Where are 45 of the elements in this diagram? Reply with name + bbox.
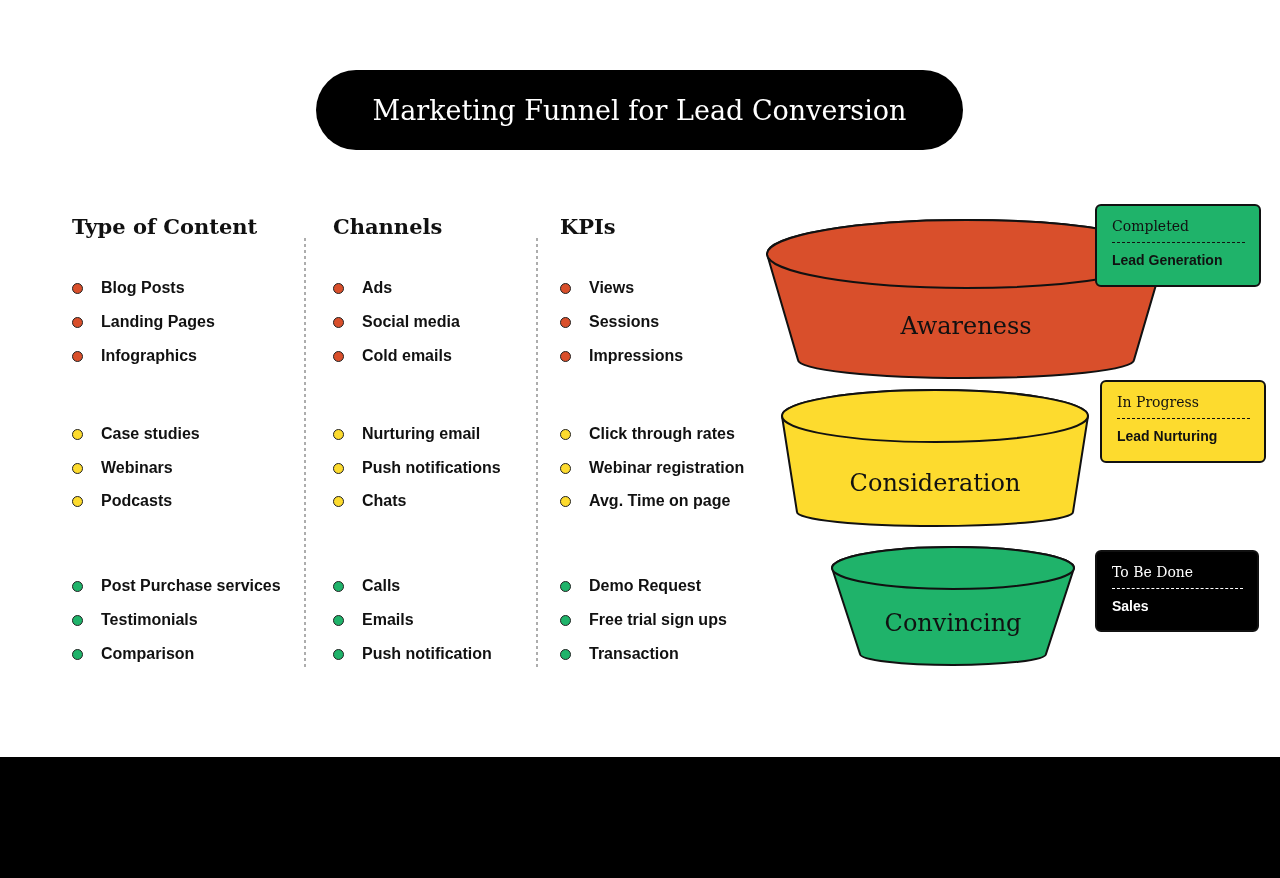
status-text: To Be Done [1112, 564, 1195, 582]
list-item: Calls [362, 576, 401, 596]
list-item: Chats [362, 491, 407, 511]
list-item: Views [589, 278, 635, 298]
list-item: Blog Posts [101, 278, 185, 298]
list-item: Impressions [589, 346, 684, 366]
phase-text: Sales [1112, 598, 1150, 614]
column-heading: Channels [333, 214, 443, 239]
list-item: Ads [362, 278, 393, 298]
status-card [1095, 550, 1259, 632]
list-item: Push notification [362, 644, 492, 664]
list-item: Click through rates [589, 424, 735, 444]
list-item: Emails [362, 610, 414, 630]
status-text: In Progress [1117, 394, 1200, 412]
list-item: Push notifications [362, 458, 501, 478]
list-item: Demo Request [589, 576, 702, 596]
list-item: Nurturing email [362, 424, 481, 444]
stage-label: Awareness [900, 312, 1032, 340]
list-item: Podcasts [101, 491, 173, 511]
stage-label: Convincing [884, 609, 1022, 637]
list-item: Case studies [101, 424, 200, 444]
list-item: Avg. Time on page [589, 491, 731, 511]
list-item: Post Purchase services [101, 576, 281, 596]
list-item: Cold emails [362, 346, 452, 366]
title-banner: Marketing Funnel for Lead Conversion [316, 70, 963, 150]
list-item: Testimonials [101, 610, 198, 630]
list-item: Transaction [589, 644, 679, 664]
funnel-stage [830, 545, 1076, 667]
list-item: Webinar registration [589, 458, 745, 478]
status-text: Completed [1112, 218, 1190, 236]
column-heading: KPIs [560, 214, 616, 239]
phase-text: Lead Generation [1112, 252, 1224, 268]
list-item: Sessions [589, 312, 660, 332]
column-heading: Type of Content [72, 214, 258, 239]
list-item: Webinars [101, 458, 173, 478]
phase-text: Lead Nurturing [1117, 428, 1219, 444]
stage-label: Consideration [849, 469, 1021, 497]
funnel-stage [780, 388, 1090, 528]
status-card [1100, 380, 1266, 463]
list-item: Free trial sign ups [589, 610, 727, 630]
list-item: Infographics [101, 346, 197, 366]
list-item: Comparison [101, 644, 195, 664]
list-item: Landing Pages [101, 312, 215, 332]
list-item: Social media [362, 312, 460, 332]
status-card [1095, 204, 1261, 287]
